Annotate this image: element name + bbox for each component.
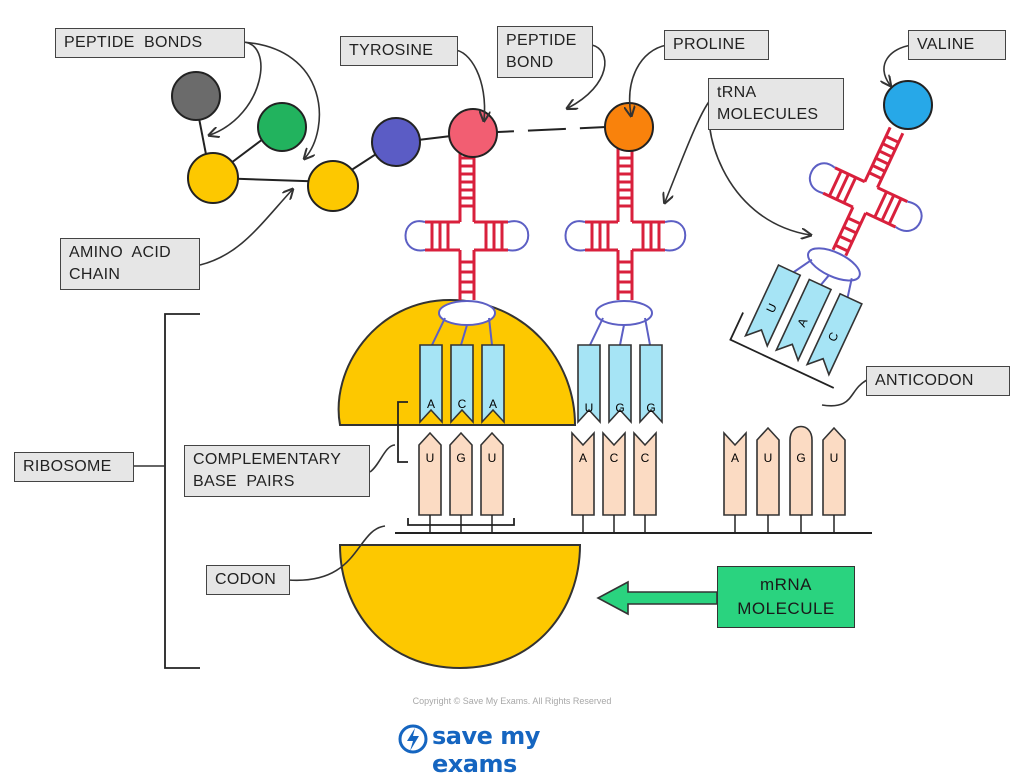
trna-3: U A C <box>729 126 923 389</box>
valine-text: VALINE <box>917 36 975 53</box>
amino-acid-chain-label: AMINO ACID CHAIN <box>60 238 200 290</box>
complementary-base-pairs-label: COMPLEMENTARY BASE PAIRS <box>184 445 370 497</box>
trna-text-2: MOLECULES <box>717 106 819 123</box>
valine-label: VALINE <box>908 30 1006 60</box>
tyrosine-label: TYROSINE <box>340 36 458 66</box>
mrna-text-2: MOLECULE <box>737 599 835 618</box>
amino-acid-chain-text-1: AMINO ACID <box>69 244 171 261</box>
trna-2 <box>564 145 687 346</box>
proline-text: PROLINE <box>673 36 746 53</box>
ribosome-text: RIBOSOME <box>23 458 112 475</box>
amino-acid-indigo <box>371 117 421 167</box>
tyrosine-text: TYROSINE <box>349 42 434 59</box>
pointer-lines <box>133 41 913 581</box>
base-pair-bracket <box>397 401 408 463</box>
trna1-base-1: A <box>427 397 435 411</box>
ribosome-small-subunit <box>338 544 582 670</box>
codon3-base-2: U <box>764 451 773 465</box>
codon1-base-2: G <box>456 451 465 465</box>
codon-bracket <box>407 518 515 526</box>
trna-text-1: tRNA <box>717 84 757 101</box>
tyrosine-amino-acid <box>448 108 498 158</box>
proline-label: PROLINE <box>664 30 769 60</box>
amino-acid-chain-text-2: CHAIN <box>69 266 121 283</box>
amino-acid-yellow-1 <box>187 152 239 204</box>
codon-stems <box>429 515 835 533</box>
codon3-bases <box>723 425 846 516</box>
anticodon-label: ANTICODON <box>866 366 1010 396</box>
ribosome-label: RIBOSOME <box>14 452 134 482</box>
anticodon-text: ANTICODON <box>875 372 974 389</box>
amino-acid-yellow-2 <box>307 160 359 212</box>
trna1-anticodon-bases <box>419 344 505 425</box>
codon-text: CODON <box>215 571 277 588</box>
peptide-bonds-text: PEPTIDE BONDS <box>64 34 203 51</box>
trna1-base-3: A <box>489 397 497 411</box>
trna-1 <box>404 140 530 346</box>
lightning-bolt-icon <box>398 724 428 754</box>
trna2-base-1: U <box>585 401 594 415</box>
codon2-base-1: A <box>579 451 587 465</box>
proline-amino-acid <box>604 102 654 152</box>
mrna-molecule-label: mRNA MOLECULE <box>717 566 855 628</box>
codon2-base-2: C <box>610 451 619 465</box>
peptide-bond-text-2: BOND <box>506 54 554 71</box>
ribosome-bracket <box>164 313 200 669</box>
complementary-text-2: BASE PAIRS <box>193 473 295 490</box>
codon-label: CODON <box>206 565 290 595</box>
trna1-base-2: C <box>458 397 467 411</box>
amino-acid-green <box>257 102 307 152</box>
amino-acid-grey <box>171 71 221 121</box>
codon1-bases <box>418 431 504 516</box>
valine-amino-acid <box>883 80 933 130</box>
codon3-base-4: U <box>830 451 839 465</box>
peptide-bond-label: PEPTIDE BOND <box>497 26 593 78</box>
codon3-base-1: A <box>731 451 739 465</box>
copyright-text: Copyright © Save My Exams. All Rights Re… <box>412 696 612 706</box>
codon1-base-1: U <box>426 451 435 465</box>
codon2-base-3: C <box>641 451 650 465</box>
codon3-base-3: G <box>796 451 805 465</box>
mrna-direction-arrow <box>596 580 718 616</box>
logo-text: save my exams <box>432 722 540 778</box>
complementary-text-1: COMPLEMENTARY <box>193 451 342 468</box>
trna2-base-3: G <box>646 401 655 415</box>
trna3-anticodon-bases <box>743 263 863 377</box>
save-my-exams-logo: save my exams <box>398 722 628 778</box>
codon1-base-3: U <box>488 451 497 465</box>
trna2-anticodon-bases <box>577 344 663 425</box>
codon2-bases <box>571 430 657 516</box>
peptide-bond-text-1: PEPTIDE <box>506 32 577 49</box>
trna-molecules-label: tRNA MOLECULES <box>708 78 844 130</box>
trna2-base-2: G <box>615 401 624 415</box>
peptide-bonds-label: PEPTIDE BONDS <box>55 28 245 58</box>
mrna-text-1: mRNA <box>759 575 813 594</box>
